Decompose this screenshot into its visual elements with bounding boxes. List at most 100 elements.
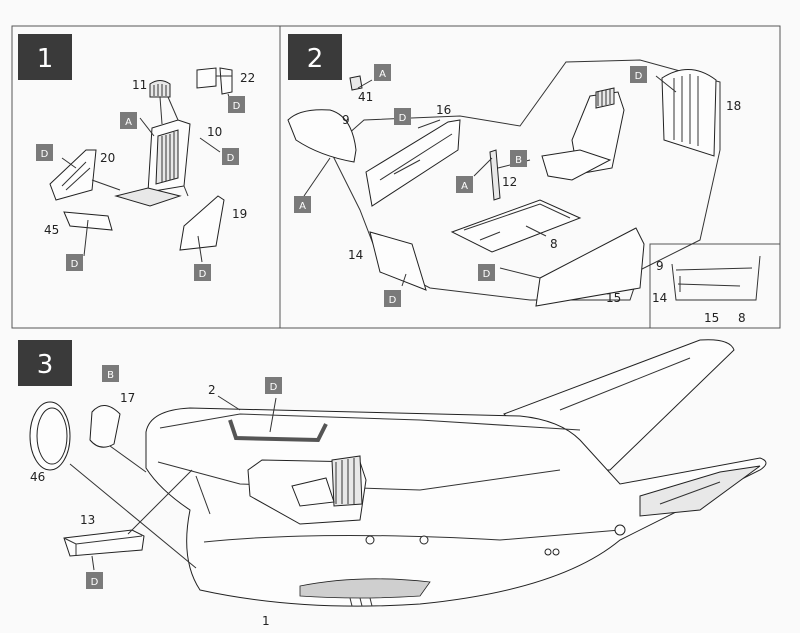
- step-1-badge: 1: [18, 34, 72, 80]
- step-2-part-12: 12: [502, 175, 517, 189]
- step-1-part-11: 11: [132, 78, 147, 92]
- part-46-ring: [29, 401, 71, 471]
- step-1-tag-d-19: D: [194, 264, 211, 281]
- fuselage-port-4: [552, 548, 560, 556]
- step-3-part-1: 1: [262, 614, 270, 628]
- svg-text:D: D: [399, 113, 407, 124]
- inset-part-14: 14: [652, 291, 667, 305]
- svg-text:D: D: [483, 269, 491, 280]
- step-3-leader-lines: [69, 395, 277, 571]
- step-1-tag-d-22: D: [228, 96, 245, 113]
- part-12-control-stick: [489, 149, 501, 201]
- fuselage-top-line: [159, 413, 581, 431]
- step-2-seat: [541, 87, 625, 181]
- intake-scoop: [299, 578, 431, 599]
- svg-text:D: D: [635, 71, 643, 82]
- svg-text:A: A: [299, 201, 306, 212]
- svg-text:A: A: [125, 117, 132, 128]
- svg-text:D: D: [227, 153, 235, 164]
- step-1-tag-a: A: [120, 112, 137, 129]
- svg-text:D: D: [233, 101, 241, 112]
- step-2-part-8: 8: [550, 237, 558, 251]
- step-2-tag-a-12: A: [456, 176, 473, 193]
- step-2-tag-a-9: A: [294, 196, 311, 213]
- step-2-part-41: 41: [358, 90, 373, 104]
- step-1-part-45: 45: [44, 223, 59, 237]
- tail-fin-detail: [559, 357, 691, 411]
- svg-text:D: D: [270, 382, 278, 393]
- step-3-part-46: 46: [30, 470, 45, 484]
- svg-text:D: D: [71, 259, 79, 270]
- part-14-side: [369, 231, 427, 291]
- step-2-panel: [279, 25, 781, 329]
- step-3-part-2: 2: [208, 383, 216, 397]
- tail-port: [614, 524, 626, 536]
- seat-pan: [114, 187, 182, 207]
- step-1-part-20: 20: [100, 151, 115, 165]
- step-2-inset-diagram: [671, 255, 761, 301]
- step-3-cockpit-tub: [247, 455, 367, 525]
- svg-text:D: D: [199, 269, 207, 280]
- step-2-badge: 2: [288, 34, 342, 80]
- horizontal-stabilizer: [639, 465, 761, 517]
- svg-text:B: B: [515, 155, 522, 166]
- svg-text:A: A: [379, 69, 386, 80]
- belly-line: [203, 529, 621, 543]
- step-3-tag-d-frame: D: [265, 377, 282, 394]
- step-2-inset-panel: [649, 243, 781, 329]
- step-1-part-10: 10: [207, 125, 222, 139]
- step-3-frame: [228, 419, 328, 443]
- belly-vents: [349, 597, 373, 607]
- part-16-detail: [379, 133, 453, 181]
- step-2-part-14: 14: [348, 248, 363, 262]
- step-3-part-17: 17: [120, 391, 135, 405]
- step-3-number: 3: [37, 350, 54, 380]
- step-2-number: 2: [307, 44, 324, 74]
- inset-part-9: 9: [656, 259, 664, 273]
- step-1-part-22: 22: [240, 71, 255, 85]
- part-17: [89, 405, 121, 448]
- svg-text:D: D: [91, 577, 99, 588]
- svg-text:B: B: [107, 370, 114, 381]
- part-22b: [219, 67, 233, 95]
- part-9-bulkhead: [287, 109, 357, 163]
- step-3-tag-b-17: B: [102, 365, 119, 382]
- step-2-part-9: 9: [342, 113, 350, 127]
- svg-text:A: A: [461, 181, 468, 192]
- inset-part-8: 8: [738, 311, 746, 325]
- step-1-tag-d-10: D: [222, 148, 239, 165]
- part-15-side: [535, 227, 645, 307]
- step-1-tag-d-45: D: [66, 254, 83, 271]
- inset-part-15: 15: [704, 311, 719, 325]
- step-2-tag-d-15: D: [478, 264, 495, 281]
- part-22: [196, 67, 217, 89]
- step-1-number: 1: [37, 44, 54, 74]
- step-2-tag-d-16: D: [394, 108, 411, 125]
- part-8-detail: [463, 203, 571, 241]
- fuselage-body: [145, 407, 767, 607]
- part-11-headrest: [149, 80, 171, 98]
- part-16-side-wall: [365, 119, 461, 207]
- step-2-tag-b-12: B: [510, 150, 527, 167]
- part-10-seat-back: [147, 119, 191, 193]
- svg-text:D: D: [389, 295, 397, 306]
- part-20-detail: [61, 161, 91, 191]
- svg-text:D: D: [41, 149, 49, 160]
- step-3-tag-d-13: D: [86, 572, 103, 589]
- part-41: [349, 75, 363, 91]
- fuselage-port-3: [544, 548, 552, 556]
- part-8-floor: [450, 199, 582, 253]
- step-1-tag-d-20: D: [36, 144, 53, 161]
- step-2-part-15: 15: [606, 291, 621, 305]
- step-3-part-13: 13: [80, 513, 95, 527]
- part-18-bulkhead: [661, 69, 717, 157]
- part-13-block: [63, 529, 145, 557]
- step-2-tag-a-41: A: [374, 64, 391, 81]
- step-2-tag-d-14: D: [384, 290, 401, 307]
- step-2-part-16: 16: [436, 103, 451, 117]
- fuselage-assembly: [145, 339, 767, 607]
- part-19-side-panel: [179, 195, 225, 251]
- stabilizer-detail: [659, 481, 721, 505]
- step-2-part-18: 18: [726, 99, 741, 113]
